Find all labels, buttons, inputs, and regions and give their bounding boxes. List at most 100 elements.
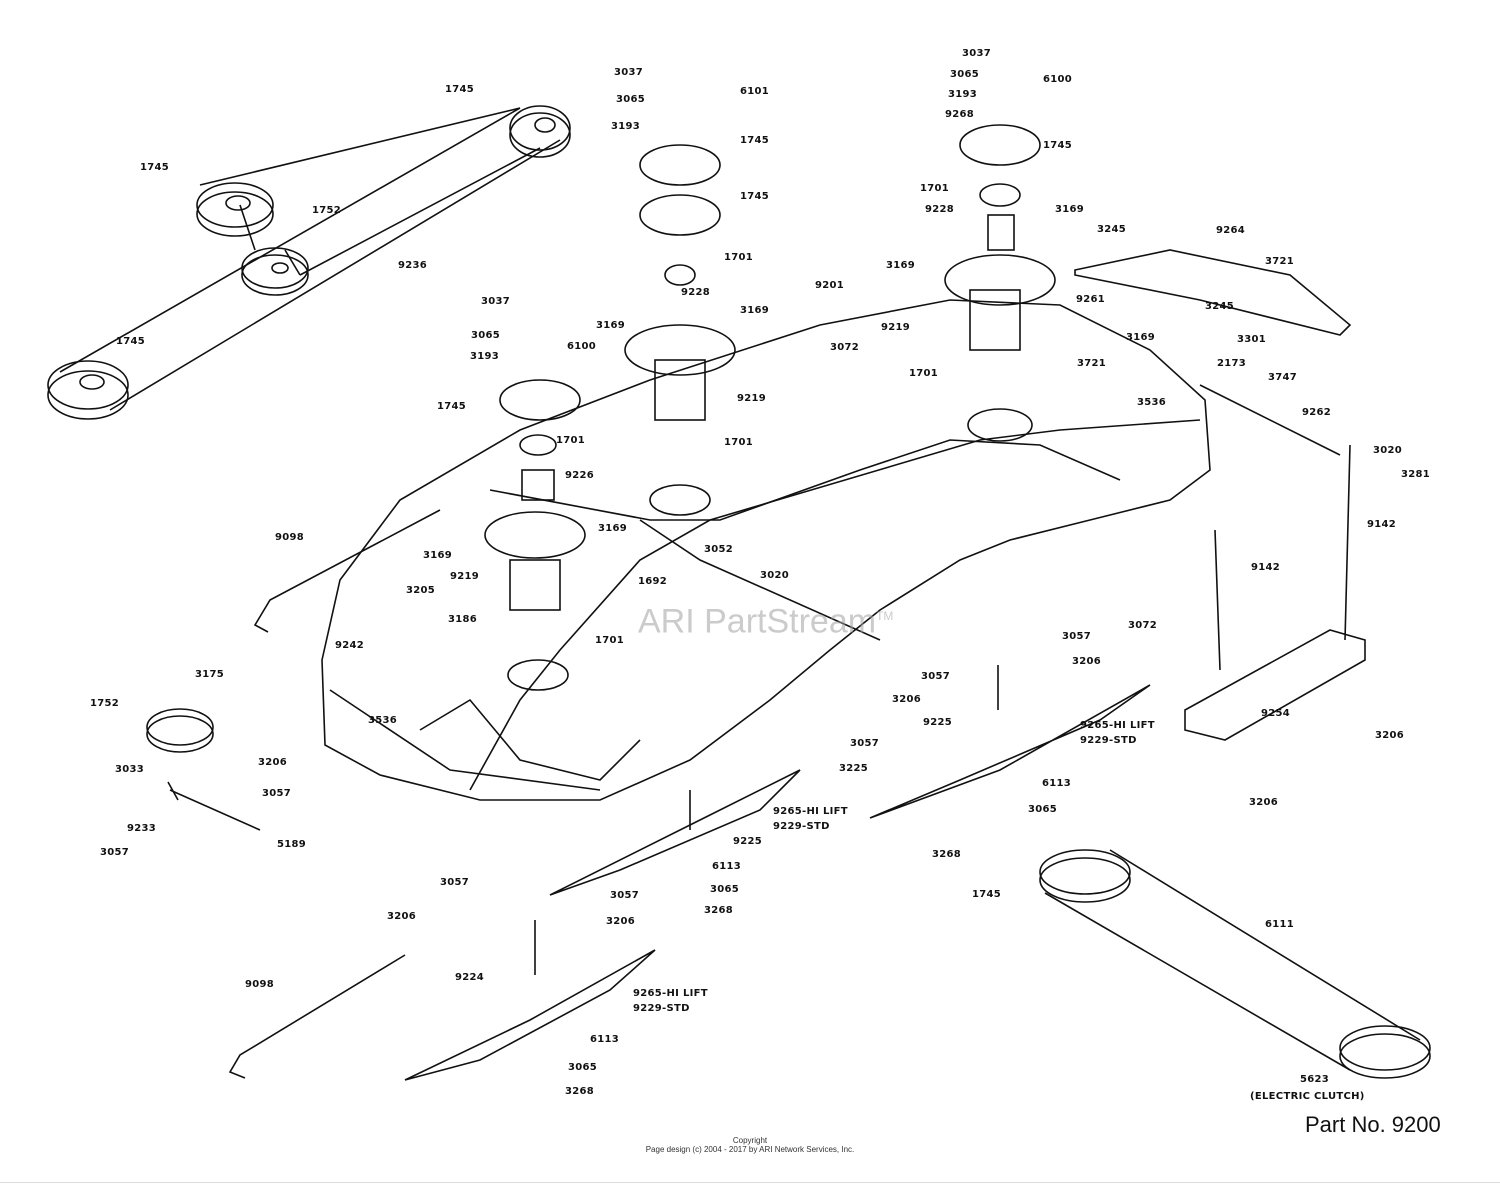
callout-3057: 3057: [921, 671, 951, 682]
callout-9219: 9219: [881, 322, 911, 333]
pulley-1745-left: [196, 182, 274, 237]
callout-2173: 2173: [1217, 358, 1247, 369]
callout-3245: 3245: [1205, 301, 1235, 312]
callout-1745: 1745: [140, 162, 170, 173]
callout-9228: 9228: [925, 204, 955, 215]
rod-9142: [1214, 444, 1351, 671]
callout-1752: 1752: [90, 698, 120, 709]
callout-1701: 1701: [920, 183, 950, 194]
blade-center: [549, 769, 801, 896]
callout-3301: 3301: [1237, 334, 1267, 345]
callout-3072: 3072: [1128, 620, 1158, 631]
blade-right: [869, 684, 1151, 819]
callout-3193: 3193: [470, 351, 500, 362]
callout-3065: 3065: [568, 1062, 598, 1073]
callout-3057: 3057: [610, 890, 640, 901]
callout-3268: 3268: [565, 1086, 595, 1097]
watermark-text: ARI PartStream: [638, 602, 877, 641]
callout-3065: 3065: [710, 884, 740, 895]
callout-3186: 3186: [448, 614, 478, 625]
callout-9265-hi-lift: 9265-HI LIFT: [1080, 720, 1155, 731]
callout-6113: 6113: [590, 1034, 620, 1045]
callout-electric-clutch: (ELECTRIC CLUTCH): [1250, 1091, 1365, 1102]
callout-9219: 9219: [737, 393, 767, 404]
deck-9201: [321, 299, 1211, 801]
callout-9254: 9254: [1261, 708, 1291, 719]
callout-3065: 3065: [1028, 804, 1058, 815]
pulley-1752-idler: [241, 247, 309, 296]
callout-1701: 1701: [724, 437, 754, 448]
callout-1745: 1745: [740, 191, 770, 202]
copyright-line2: Page design (c) 2004 - 2017 by ARI Netwo…: [645, 1145, 855, 1154]
callout-3052: 3052: [704, 544, 734, 555]
callout-3721: 3721: [1265, 256, 1295, 267]
part-number: Part No. 9200: [1305, 1112, 1441, 1137]
rod-9098-upper: [253, 509, 441, 633]
callout-9201: 9201: [815, 280, 845, 291]
callout-3268: 3268: [704, 905, 734, 916]
callout-3057: 3057: [850, 738, 880, 749]
callout-3065: 3065: [616, 94, 646, 105]
callout-9142: 9142: [1251, 562, 1281, 573]
callout-3037: 3037: [481, 296, 511, 307]
callout-3206: 3206: [1375, 730, 1405, 741]
watermark: ARI PartStreamTM: [638, 598, 893, 639]
callout-9229-std: 9229-STD: [633, 1003, 690, 1014]
callout-3169: 3169: [423, 550, 453, 561]
callout-9268: 9268: [945, 109, 975, 120]
callout-1701: 1701: [556, 435, 586, 446]
callout-9265-hi-lift: 9265-HI LIFT: [633, 988, 708, 999]
callout-1745: 1745: [437, 401, 467, 412]
callout-9228: 9228: [681, 287, 711, 298]
callout-1692: 1692: [638, 576, 668, 587]
callout-3057: 3057: [440, 877, 470, 888]
callout-3020: 3020: [760, 570, 790, 581]
callout-9098: 9098: [275, 532, 305, 543]
bracket-9254: [1184, 629, 1366, 741]
pulley-1745-top: [509, 105, 571, 158]
callout-3057: 3057: [262, 788, 292, 799]
callout-3206: 3206: [1249, 797, 1279, 808]
callout-3536: 3536: [1137, 397, 1167, 408]
callout-1745: 1745: [445, 84, 475, 95]
callout-3169: 3169: [1055, 204, 1085, 215]
callout-3206: 3206: [892, 694, 922, 705]
callout-3057: 3057: [1062, 631, 1092, 642]
callout-1701: 1701: [724, 252, 754, 263]
callout-9264: 9264: [1216, 225, 1246, 236]
callout-1745: 1745: [740, 135, 770, 146]
callout-5623: 5623: [1300, 1074, 1330, 1085]
callout-9225: 9225: [923, 717, 953, 728]
callout-6113: 6113: [1042, 778, 1072, 789]
callout-3169: 3169: [1126, 332, 1156, 343]
callout-3721: 3721: [1077, 358, 1107, 369]
divider: [0, 1182, 1500, 1183]
callout-9226: 9226: [565, 470, 595, 481]
callout-3169: 3169: [740, 305, 770, 316]
deflector-9264: [1074, 249, 1352, 336]
callout-1745: 1745: [116, 336, 146, 347]
pulley-1745-bottom: [47, 360, 129, 420]
callout-3206: 3206: [1072, 656, 1102, 667]
callout-9262: 9262: [1302, 407, 1332, 418]
callout-9229-std: 9229-STD: [1080, 735, 1137, 746]
callout-1745: 1745: [1043, 140, 1073, 151]
callout-9229-std: 9229-STD: [773, 821, 830, 832]
callout-3747: 3747: [1268, 372, 1298, 383]
callout-1701: 1701: [595, 635, 625, 646]
watermark-tm: TM: [876, 609, 894, 623]
spindle-shafts: [534, 665, 999, 975]
callout-1701: 1701: [909, 368, 939, 379]
callout-9224: 9224: [455, 972, 485, 983]
copyright-line1: Copyright: [732, 1136, 768, 1145]
blade-left: [404, 949, 656, 1081]
callout-9236: 9236: [398, 260, 428, 271]
callout-6100: 6100: [1043, 74, 1073, 85]
callout-3225: 3225: [839, 763, 869, 774]
callout-1752: 1752: [312, 205, 342, 216]
callout-3072: 3072: [830, 342, 860, 353]
callout-3057: 3057: [100, 847, 130, 858]
callout-6100: 6100: [567, 341, 597, 352]
rod-9098-lower: [228, 954, 406, 1079]
